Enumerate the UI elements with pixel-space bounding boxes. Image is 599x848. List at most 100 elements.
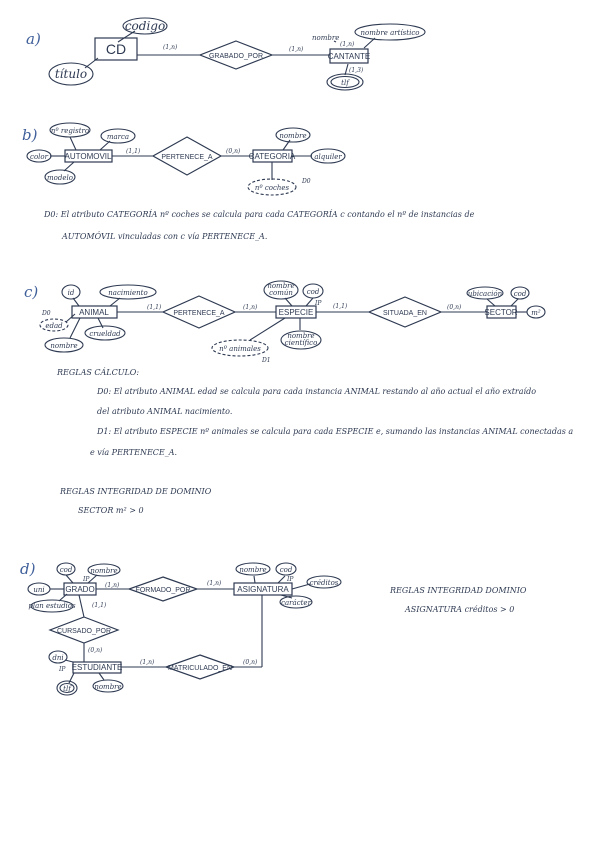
attribute-color-label: color	[30, 153, 49, 161]
line-animal-edad	[65, 313, 76, 323]
relationship-pertenece-a-b-label: PERTENECE_A	[161, 154, 213, 161]
line-sector-ubicacion	[486, 298, 496, 307]
card-grado-cursado: (1,1)	[92, 602, 107, 609]
attribute-m2	[526, 305, 546, 319]
rule-c-d1-line1: D1: El atributo ESPECIE nº animales se c…	[96, 427, 573, 436]
card-especie-right: (1,1)	[333, 303, 348, 310]
attribute-ncoches-label: nº coches	[255, 184, 290, 192]
section-a-label: a)	[26, 30, 41, 48]
relationship-pertenece-a-c	[161, 295, 237, 329]
line-especie-cod	[305, 297, 314, 307]
line-estudiante-nombre	[98, 672, 105, 681]
attribute-edad	[39, 318, 69, 332]
entity-asignatura-label: ASIGNATURA	[237, 585, 289, 594]
attribute-cod-grado	[56, 562, 76, 576]
card-asignatura-formado: (1,n)	[207, 580, 222, 587]
line-automovil-marca	[99, 140, 111, 151]
attribute-nacimiento-label: nacimiento	[108, 289, 147, 297]
attribute-nombre-estudiante	[92, 679, 124, 693]
derived-tag-c2: D1	[261, 357, 271, 364]
entity-cd-label: CD	[106, 41, 126, 57]
attribute-nombre-cientifico	[280, 330, 322, 350]
attribute-caracter-label: carácter	[281, 599, 311, 607]
rule-c-d1-line2: e vía PERTENECE_A.	[90, 448, 177, 457]
line-cantante-nombre	[333, 40, 337, 43]
attribute-nanimales-label: nº animales	[219, 345, 261, 353]
line-grado-cod	[65, 574, 74, 584]
attribute-registro	[49, 122, 91, 138]
attribute-cod-grado-label: cod	[60, 566, 73, 574]
attribute-dni	[48, 650, 68, 664]
line-asignatura-creditos	[291, 583, 311, 590]
integridad-c-rule: SECTOR m² > 0	[78, 506, 144, 515]
section-b: b) AUTOMOVIL CATEGORIA PERTENECE_A nº re…	[22, 122, 475, 241]
line-sector-cod	[510, 298, 519, 307]
attribute-tlf-d-inner	[59, 682, 75, 694]
relationship-grabado-por-label: GRABADO_POR	[209, 53, 263, 60]
attribute-alquiler-label: alquiler	[314, 153, 342, 161]
attribute-tlf-d-outer	[56, 680, 78, 696]
attribute-marca	[100, 128, 136, 144]
attribute-tlf-d-label: tlf	[63, 685, 72, 693]
relationship-pertenece-a-b	[151, 136, 223, 176]
rule-c-d0-line1: D0: El atributo ANIMAL edad se calcula p…	[96, 387, 536, 396]
attribute-nombre-comun	[263, 280, 299, 300]
entity-cantante-label: CANTANTE	[328, 52, 371, 61]
entity-sector	[486, 305, 517, 319]
card-sector: (0,n)	[447, 304, 462, 311]
entity-automovil-label: AUTOMOVIL	[65, 152, 113, 161]
attribute-nombre-artistico	[354, 23, 426, 41]
attribute-titulo-label: título	[55, 67, 87, 81]
card-nombre: (1,n)	[340, 41, 355, 48]
reglas-calculo-heading: REGLAS CÁLCULO:	[56, 368, 139, 377]
relationship-formado-por-label: FORMADO_POR	[136, 587, 191, 594]
card-grado-formado: (1,n)	[105, 582, 120, 589]
entity-grado	[63, 582, 97, 596]
attribute-nombre-comun-label-2: común	[269, 289, 293, 297]
relationship-cursado-por	[48, 616, 120, 644]
attribute-id-label: id	[68, 289, 75, 297]
line-asignatura-cod	[277, 575, 286, 584]
section-d-label: d)	[20, 560, 36, 578]
attribute-nombre-a-label: nombre	[312, 34, 339, 42]
rule-b-line2: AUTOMÓVIL vinculadas con c vía PERTENECE…	[61, 232, 267, 241]
ip-tag-asignatura: IP	[286, 576, 294, 583]
entity-automovil	[64, 149, 113, 163]
ip-tag-grado: IP	[82, 576, 90, 583]
entity-animal	[71, 305, 118, 319]
attribute-color	[26, 149, 52, 163]
attribute-nombre-grado-label: nombre	[90, 567, 117, 575]
entity-categoria-label: CATEGORIA	[249, 152, 296, 161]
derived-tag-c1: D0	[41, 310, 51, 317]
card-especie-left: (1,n)	[243, 304, 258, 311]
attribute-codigo-label: codigo	[125, 19, 165, 33]
entity-cd	[94, 37, 138, 61]
line-animal-nombre	[69, 317, 81, 339]
attribute-modelo	[44, 169, 76, 185]
attribute-cod-sector-label: cod	[514, 290, 527, 298]
card-categoria: (0,n)	[226, 148, 241, 155]
attribute-nombre-grado	[87, 563, 121, 577]
line-grado-cursado	[78, 594, 85, 618]
card-estudiante-matriculado: (1,n)	[140, 659, 155, 666]
attribute-crueldad-label: crueldad	[89, 330, 121, 338]
attribute-cod-asignatura-label: cod	[280, 566, 293, 574]
card-estudiante-cursado: (0,n)	[88, 647, 103, 654]
entity-categoria	[252, 149, 293, 163]
attribute-cod-asignatura	[275, 562, 297, 576]
attribute-id	[61, 284, 81, 300]
attribute-codigo	[122, 17, 168, 35]
relationship-matriculado-en-label: MATRICULADO_EN	[168, 665, 232, 672]
rule-c-d0-line2: del atributo ANIMAL nacimiento.	[97, 407, 232, 416]
line-especie-nanimales	[249, 317, 286, 341]
card-animal: (1,1)	[147, 304, 162, 311]
entity-animal-label: ANIMAL	[79, 308, 109, 317]
line-estudiante-dni	[64, 659, 74, 663]
attribute-titulo	[48, 62, 94, 86]
attribute-dni-label: dni	[52, 654, 63, 662]
entity-especie	[275, 305, 317, 319]
line-automovil-modelo	[63, 161, 75, 172]
attribute-ubicacion	[466, 286, 504, 300]
line-animal-nacimiento	[109, 297, 121, 307]
section-b-label: b)	[22, 126, 38, 144]
